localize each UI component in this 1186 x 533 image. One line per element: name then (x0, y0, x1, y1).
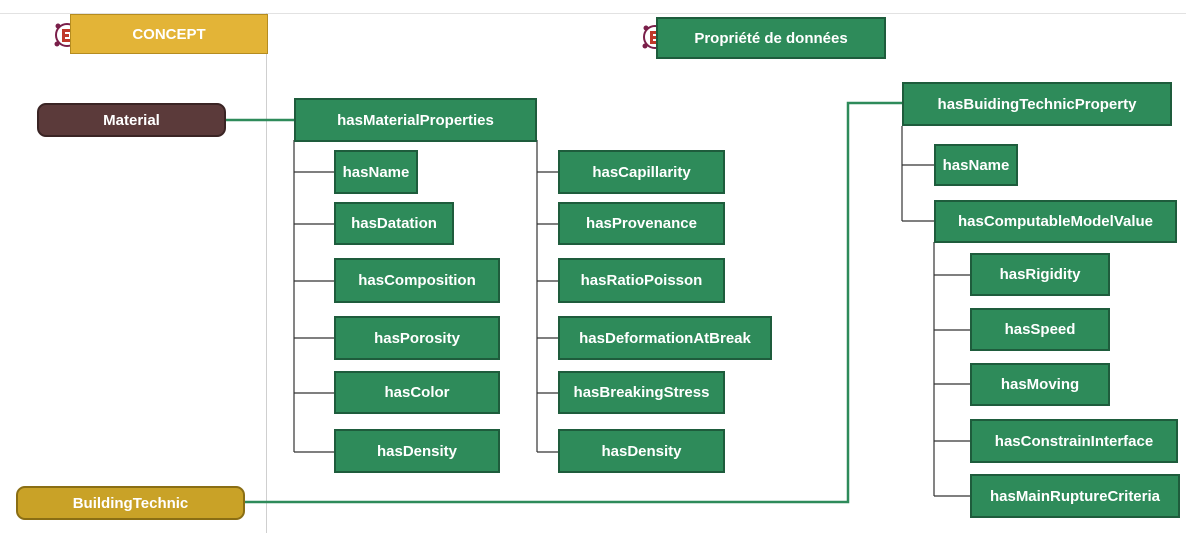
property-node[interactable]: hasMoving (970, 363, 1110, 406)
concept-header: CONCEPT (70, 14, 268, 54)
property-node[interactable]: hasRatioPoisson (558, 258, 725, 303)
top-rule (0, 13, 1186, 14)
concept-building-technic[interactable]: BuildingTechnic (16, 486, 245, 520)
property-has-material-properties[interactable]: hasMaterialProperties (294, 98, 537, 142)
property-node[interactable]: hasMainRuptureCriteria (970, 474, 1180, 518)
concept-column-divider (266, 13, 267, 533)
concept-material[interactable]: Material (37, 103, 226, 137)
property-node[interactable]: hasComposition (334, 258, 500, 303)
property-node[interactable]: hasProvenance (558, 202, 725, 245)
property-node[interactable]: hasCapillarity (558, 150, 725, 194)
property-node[interactable]: hasConstrainInterface (970, 419, 1178, 463)
property-node[interactable]: hasPorosity (334, 316, 500, 360)
property-node[interactable]: hasName (334, 150, 418, 194)
building-technic-link-line (245, 101, 902, 504)
property-node[interactable]: hasName (934, 144, 1018, 186)
property-node[interactable]: hasColor (334, 371, 500, 414)
property-node[interactable]: hasDensity (558, 429, 725, 473)
property-node[interactable]: hasDensity (334, 429, 500, 473)
property-node[interactable]: hasSpeed (970, 308, 1110, 351)
property-has-computable-model-value[interactable]: hasComputableModelValue (934, 200, 1177, 243)
property-node[interactable]: hasDeformationAtBreak (558, 316, 772, 360)
property-node[interactable]: hasBreakingStress (558, 371, 725, 414)
property-has-building-technic-property[interactable]: hasBuidingTechnicProperty (902, 82, 1172, 126)
property-node[interactable]: hasRigidity (970, 253, 1110, 296)
data-properties-header: Propriété de données (656, 17, 886, 59)
property-node[interactable]: hasDatation (334, 202, 454, 245)
